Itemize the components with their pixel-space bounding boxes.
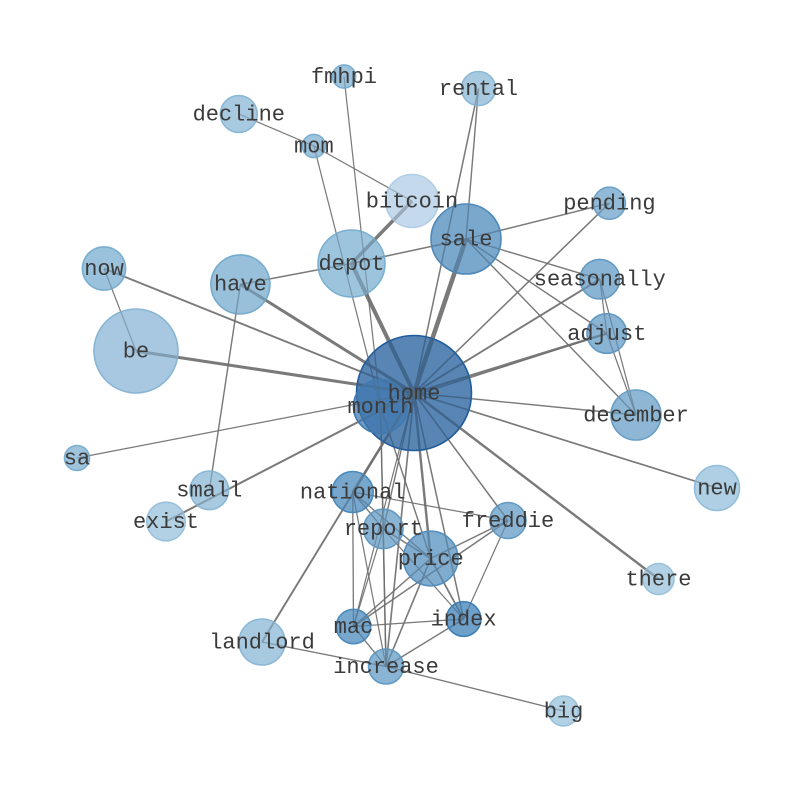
svg-text:mom: mom	[294, 134, 334, 159]
svg-text:there: there	[625, 567, 691, 592]
svg-text:sale: sale	[440, 227, 493, 252]
svg-text:month: month	[347, 395, 413, 420]
svg-text:pending: pending	[563, 192, 655, 217]
svg-text:fmhpi: fmhpi	[311, 65, 377, 90]
svg-text:report: report	[344, 517, 423, 542]
svg-text:have: have	[214, 273, 267, 298]
svg-text:big: big	[544, 699, 584, 724]
svg-text:seasonally: seasonally	[534, 268, 666, 293]
svg-text:be: be	[123, 339, 149, 364]
svg-text:home: home	[388, 381, 441, 406]
svg-text:december: december	[583, 403, 689, 428]
svg-text:index: index	[431, 607, 497, 632]
svg-text:adjust: adjust	[567, 322, 646, 347]
svg-text:exist: exist	[133, 510, 199, 535]
svg-text:bitcoin: bitcoin	[366, 189, 458, 214]
svg-text:decline: decline	[193, 102, 285, 127]
svg-text:new: new	[697, 476, 737, 501]
svg-text:mac: mac	[334, 615, 374, 640]
svg-text:freddie: freddie	[462, 509, 554, 534]
svg-text:national: national	[300, 480, 406, 505]
svg-text:now: now	[84, 257, 124, 282]
svg-text:increase: increase	[333, 655, 439, 680]
svg-text:depot: depot	[318, 252, 384, 277]
svg-text:landlord: landlord	[209, 630, 315, 655]
svg-text:sa: sa	[64, 446, 90, 471]
svg-text:small: small	[176, 479, 242, 504]
svg-text:rental: rental	[439, 77, 518, 102]
svg-text:price: price	[398, 547, 464, 572]
